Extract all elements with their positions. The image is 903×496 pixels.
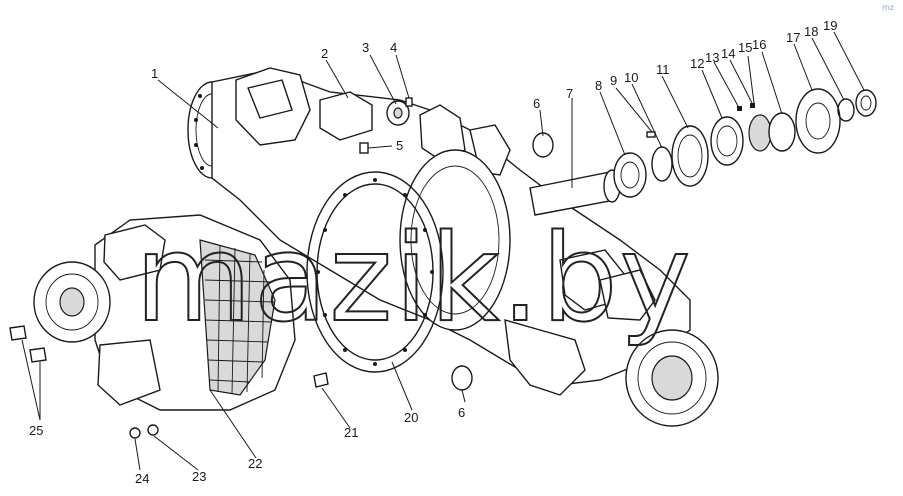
callout-5: 5 [396, 138, 403, 153]
callout-4: 4 [390, 40, 397, 55]
callout-16: 16 [752, 37, 766, 52]
callout-7: 7 [566, 86, 573, 101]
watermark-text: mazik.by [135, 210, 693, 349]
callout-11: 11 [656, 62, 670, 77]
gasket [306, 171, 444, 373]
callout-24: 24 [135, 471, 149, 486]
callout-6-top: 6 [533, 96, 540, 111]
callout-labels: 1 2 3 4 5 6 7 8 9 10 11 12 13 14 15 16 1… [29, 18, 837, 486]
callout-23: 23 [192, 469, 206, 484]
axle-housing [187, 67, 719, 427]
reducer-assembly [33, 214, 296, 411]
callout-1: 1 [151, 66, 158, 81]
callout-6-bottom: 6 [458, 405, 465, 420]
callout-21: 21 [344, 425, 358, 440]
callout-19: 19 [823, 18, 837, 33]
callout-3: 3 [362, 40, 369, 55]
callout-13: 13 [705, 50, 719, 65]
leader-lines [21, 31, 865, 471]
callout-12: 12 [690, 56, 704, 71]
callout-14: 14 [721, 46, 735, 61]
axle-shaft [529, 152, 647, 216]
callout-9: 9 [610, 73, 617, 88]
right-parts-stack [646, 88, 877, 187]
corner-mark: mz [882, 3, 894, 12]
callout-18: 18 [804, 24, 818, 39]
callout-25: 25 [29, 423, 43, 438]
small-parts [9, 97, 554, 439]
callout-15: 15 [738, 40, 752, 55]
callout-17: 17 [786, 30, 800, 45]
callout-2: 2 [321, 46, 328, 61]
callout-10: 10 [624, 70, 638, 85]
callout-22: 22 [248, 456, 262, 471]
callout-20: 20 [404, 410, 418, 425]
callout-8: 8 [595, 78, 602, 93]
